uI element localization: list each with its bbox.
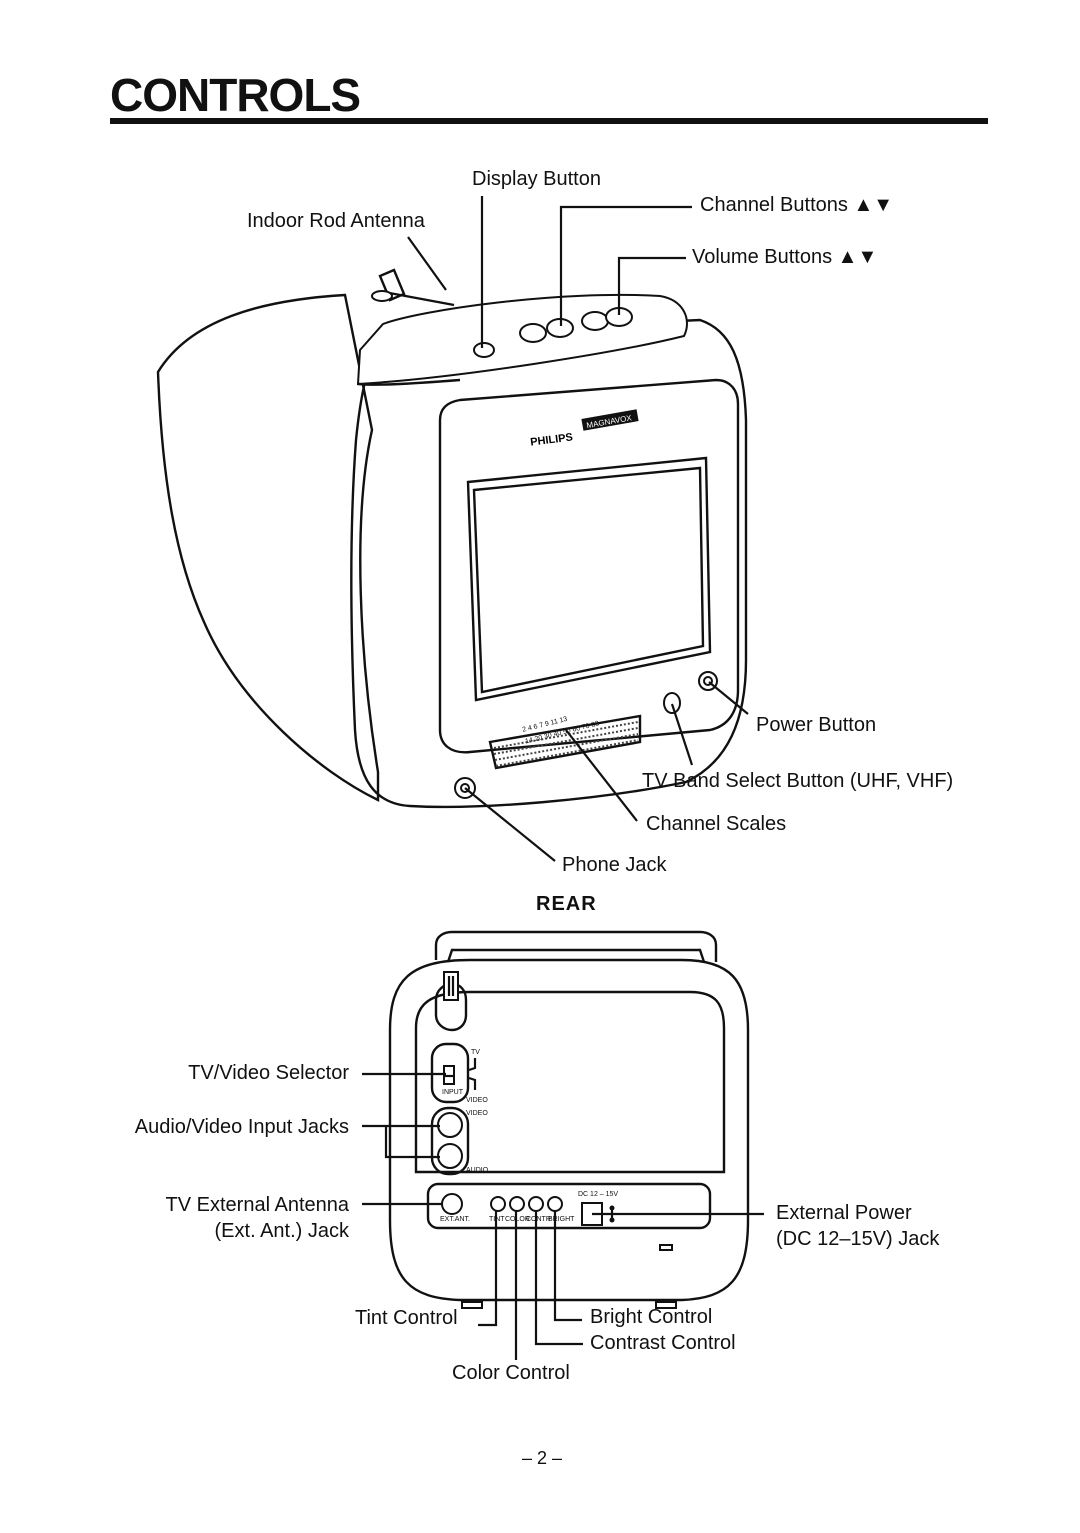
leader-scales <box>565 729 638 822</box>
leader-phone <box>464 787 556 862</box>
rear-side-clip <box>659 1244 673 1251</box>
rear-handle <box>434 930 718 962</box>
front-tv-drawing: PHILIPS MAGNAVOX 2 4 6 7 9 11 13 14 20 3… <box>156 268 748 809</box>
rear-leader-lines <box>362 1072 764 1360</box>
label-indoor-rod-antenna: Indoor Rod Antenna <box>247 210 425 232</box>
tv-screen-inner <box>472 466 705 694</box>
rear-foot-right <box>655 1301 677 1309</box>
leader-power <box>708 681 749 715</box>
panel-label-color: COLOR <box>505 1216 530 1223</box>
leader-antenna <box>407 236 447 291</box>
rear-antenna <box>434 971 468 1032</box>
ext-antenna-jack[interactable] <box>441 1193 463 1215</box>
front-leader-lines <box>407 196 749 862</box>
indoor-antenna <box>371 268 455 307</box>
rear-body <box>388 958 750 1302</box>
label-tv-video-selector: TV/Video Selector <box>188 1062 349 1084</box>
panel-label-tv: TV <box>471 1049 480 1056</box>
panel-label-ext-ant: EXT.ANT. <box>440 1216 470 1223</box>
leader-contrast <box>534 1211 583 1346</box>
speaker-grille <box>488 714 642 770</box>
contrast-knob[interactable] <box>528 1196 544 1212</box>
bright-knob[interactable] <box>547 1196 563 1212</box>
label-bright-control: Bright Control <box>590 1306 713 1328</box>
label-tint-control: Tint Control <box>355 1307 458 1329</box>
leader-band <box>670 703 694 766</box>
label-channel-buttons: Channel Buttons ▲▼ <box>700 194 894 216</box>
label-power-button: Power Button <box>756 714 877 736</box>
label-external-power-1: External Power <box>776 1202 912 1224</box>
label-ext-antenna-1: TV External Antenna <box>165 1194 349 1216</box>
label-av-input-jacks: Audio/Video Input Jacks <box>134 1116 349 1138</box>
title-rule <box>110 118 988 124</box>
leader-tint <box>478 1211 498 1327</box>
panel-label-input: INPUT <box>442 1089 464 1096</box>
tv-band-select-button[interactable] <box>663 692 681 714</box>
top-panel-lip <box>357 378 461 386</box>
label-display-button: Display Button <box>472 168 601 190</box>
video-input-jack[interactable] <box>437 1112 463 1138</box>
brand-philips: PHILIPS <box>530 431 574 448</box>
page-number: – 2 – <box>522 1448 563 1468</box>
leader-channel <box>559 205 692 326</box>
tv-bezel <box>438 378 740 754</box>
panel-label-dc: DC 12 – 15V <box>578 1191 618 1198</box>
display-button[interactable] <box>473 342 495 358</box>
label-ext-antenna-2: (Ext. Ant.) Jack <box>214 1220 349 1242</box>
leader-bright <box>553 1211 582 1322</box>
leader-volume <box>617 256 686 315</box>
label-tv-band-select: TV Band Select Button (UHF, VHF) <box>642 770 954 792</box>
rear-handle-inner <box>446 948 706 963</box>
panel-label-video-jack: VIDEO <box>466 1110 488 1117</box>
panel-label-contr: CONTR <box>526 1216 551 1223</box>
panel-label-bright: BRIGHT <box>548 1216 575 1223</box>
tint-knob[interactable] <box>490 1196 506 1212</box>
tv-screen <box>466 456 712 702</box>
brand-magnavox-badge <box>581 409 639 431</box>
label-external-power-2: (DC 12–15V) Jack <box>776 1228 940 1250</box>
volume-down-button[interactable] <box>581 311 609 331</box>
tv-front-body <box>350 318 748 809</box>
av-jack-housing <box>430 1106 470 1176</box>
panel-label-tint: TINT <box>489 1216 505 1223</box>
label-channel-scales: Channel Scales <box>646 813 787 835</box>
color-knob[interactable] <box>509 1196 525 1212</box>
panel-label-video-switch: VIDEO <box>466 1097 488 1104</box>
channel-down-button[interactable] <box>519 323 547 343</box>
leader-av-jacks <box>362 1124 440 1159</box>
panel-label-audio-jack: AUDIO <box>466 1167 489 1174</box>
rear-tv-drawing: TV INPUT VIDEO VIDEO AUDIO EXT.ANT. TINT… <box>388 930 750 1309</box>
label-phone-jack: Phone Jack <box>562 854 667 876</box>
label-volume-buttons: Volume Buttons ▲▼ <box>692 246 878 268</box>
rear-heading: REAR <box>536 893 597 915</box>
rear-foot-left <box>461 1301 483 1309</box>
rear-control-strip <box>426 1182 712 1230</box>
label-contrast-control: Contrast Control <box>590 1332 736 1354</box>
label-color-control: Color Control <box>452 1362 570 1384</box>
rear-inner-panel <box>414 990 726 1174</box>
audio-input-jack[interactable] <box>437 1143 463 1169</box>
page-title: CONTROLS <box>110 69 361 121</box>
tv-housing <box>156 293 380 802</box>
